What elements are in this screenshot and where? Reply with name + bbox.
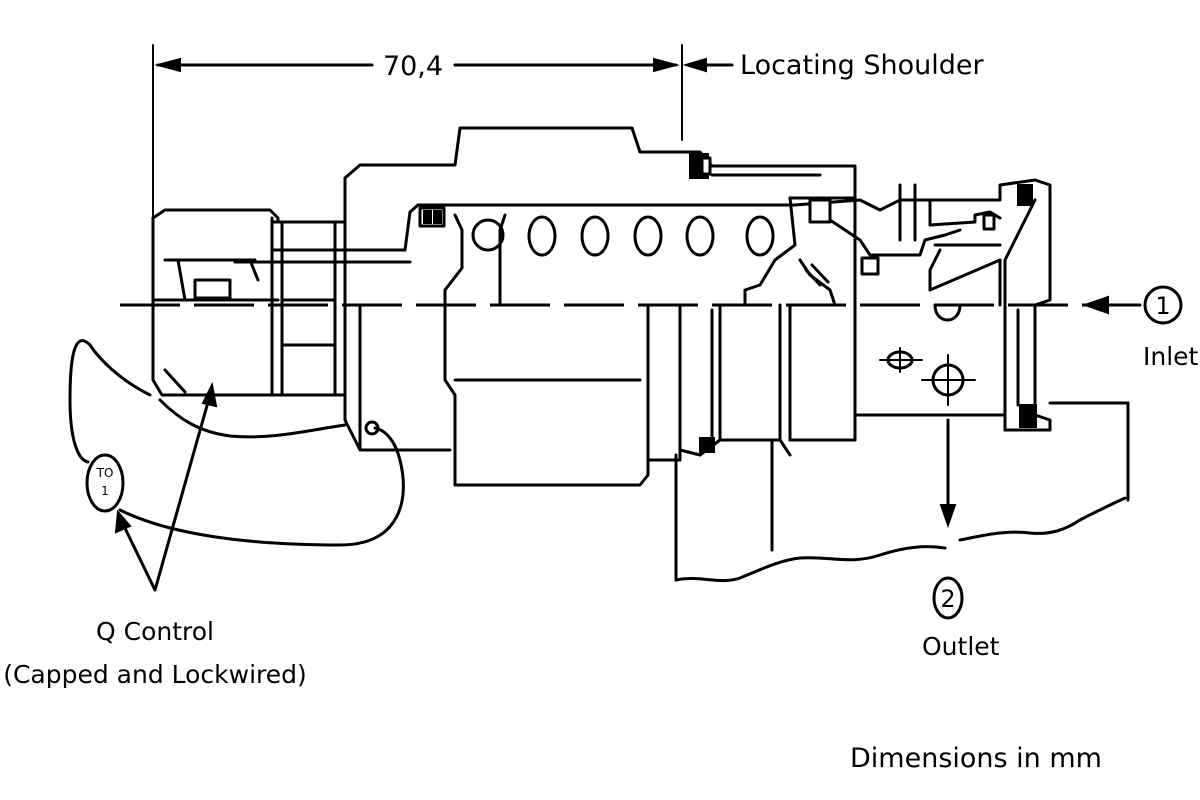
dimension-value: 70,4 [383, 51, 443, 82]
locating-shoulder-callout: Locating Shoulder [682, 50, 985, 81]
control-marker-top: TO [96, 466, 114, 480]
valve-body [151, 126, 1130, 487]
outlet-port: 2 Outlet [922, 418, 1000, 661]
dimension-70-4: 70,4 [152, 44, 683, 219]
outlet-label: Outlet [922, 632, 1000, 661]
inlet-label: Inlet [1143, 342, 1199, 371]
q-control-label: Q Control [96, 617, 214, 646]
q-control-marker: TO 1 [85, 453, 125, 513]
outlet-number: 2 [940, 585, 955, 613]
manifold-cavity [674, 423, 1130, 583]
q-control-sublabel: (Capped and Lockwired) [3, 660, 307, 689]
inlet-number: 1 [1155, 292, 1170, 320]
units-note: Dimensions in mm [850, 743, 1102, 774]
lockwire [68, 339, 405, 547]
q-control-leaders: Q Control (Capped and Lockwired) [3, 381, 307, 689]
locating-shoulder-label: Locating Shoulder [740, 50, 985, 81]
control-marker-bottom: 1 [101, 484, 109, 498]
port-crosshairs [879, 303, 976, 406]
inlet-port: 1 Inlet [1081, 285, 1199, 371]
